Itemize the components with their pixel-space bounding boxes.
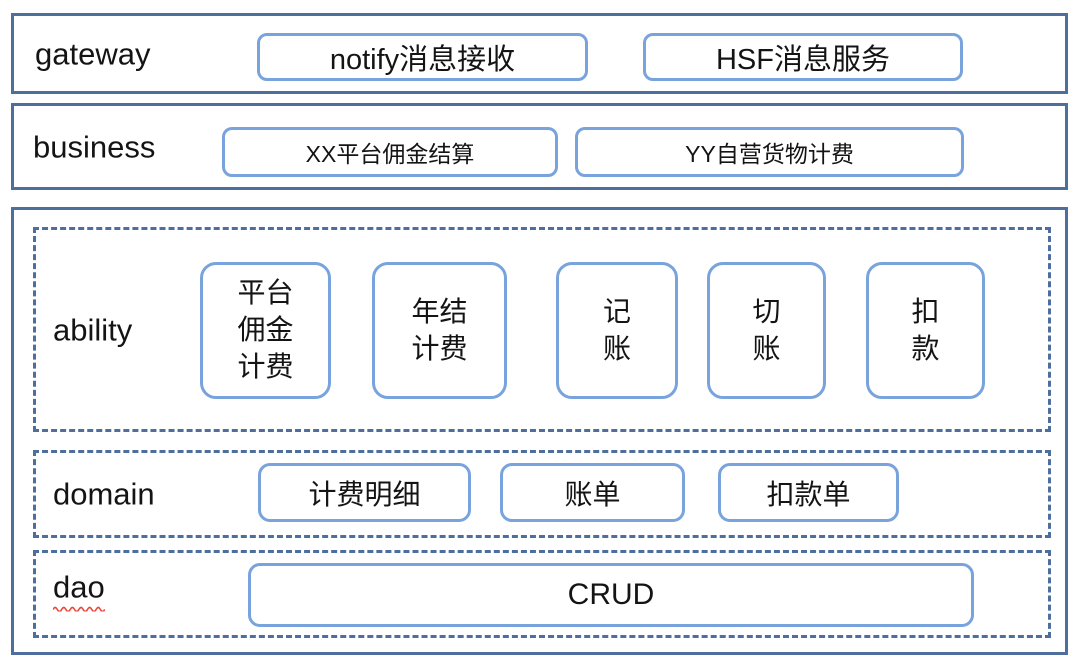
layer-domain-label: domain [53, 476, 155, 512]
node-deduction: 扣 款 [866, 262, 985, 399]
layer-ability-label: ability [53, 312, 133, 347]
node-billing-detail: 计费明细 [258, 463, 471, 522]
node-yy-self-goods-billing: YY自营货物计费 [575, 127, 964, 177]
node-deduction-order: 扣款单 [718, 463, 899, 522]
layer-business-label: business [33, 129, 156, 164]
node-notify-message-receive: notify消息接收 [257, 33, 588, 81]
spellcheck-squiggle-icon [53, 607, 105, 612]
layer-gateway: gateway notify消息接收 HSF消息服务 [11, 13, 1068, 94]
layer-core-container: ability 平台 佣金 计费 年结 计费 记 账 切 账 扣 款 domai… [11, 207, 1068, 655]
layer-dao-label-text: dao [53, 569, 105, 605]
node-bookkeeping: 记 账 [556, 262, 678, 399]
layer-ability: ability 平台 佣金 计费 年结 计费 记 账 切 账 扣 款 [33, 227, 1051, 432]
node-xx-platform-commission-settlement: XX平台佣金结算 [222, 127, 558, 177]
layer-business: business XX平台佣金结算 YY自营货物计费 [11, 103, 1068, 190]
node-platform-commission-billing: 平台 佣金 计费 [200, 262, 331, 399]
layer-gateway-label: gateway [35, 36, 151, 71]
layer-dao: dao CRUD [33, 550, 1051, 638]
node-bill: 账单 [500, 463, 685, 522]
node-account-switch: 切 账 [707, 262, 826, 399]
node-hsf-message-service: HSF消息服务 [643, 33, 963, 81]
layer-domain: domain 计费明细 账单 扣款单 [33, 450, 1051, 538]
layer-dao-label: dao [53, 569, 105, 612]
node-annual-billing: 年结 计费 [372, 262, 507, 399]
node-crud: CRUD [248, 563, 974, 627]
